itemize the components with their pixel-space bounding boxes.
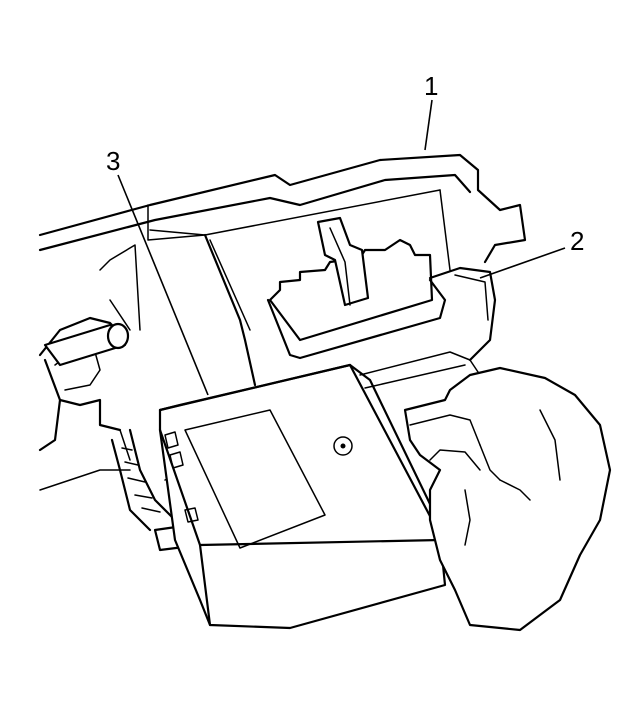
module-bracket [203,216,497,389]
module-screw [333,436,353,456]
callout-labels: 1 2 3 [106,71,584,256]
dash-upper-panel [38,153,527,271]
callout-leaders [117,99,566,396]
left-duct-area [38,244,141,491]
leader-1 [424,99,433,151]
module-label-area [184,409,326,549]
leader-2 [479,247,566,279]
technician-hand [403,366,612,632]
control-module [158,363,447,630]
callout-3: 3 [106,146,120,176]
callout-1: 1 [424,71,438,101]
leader-3 [117,174,209,396]
callout-2: 2 [570,226,584,256]
